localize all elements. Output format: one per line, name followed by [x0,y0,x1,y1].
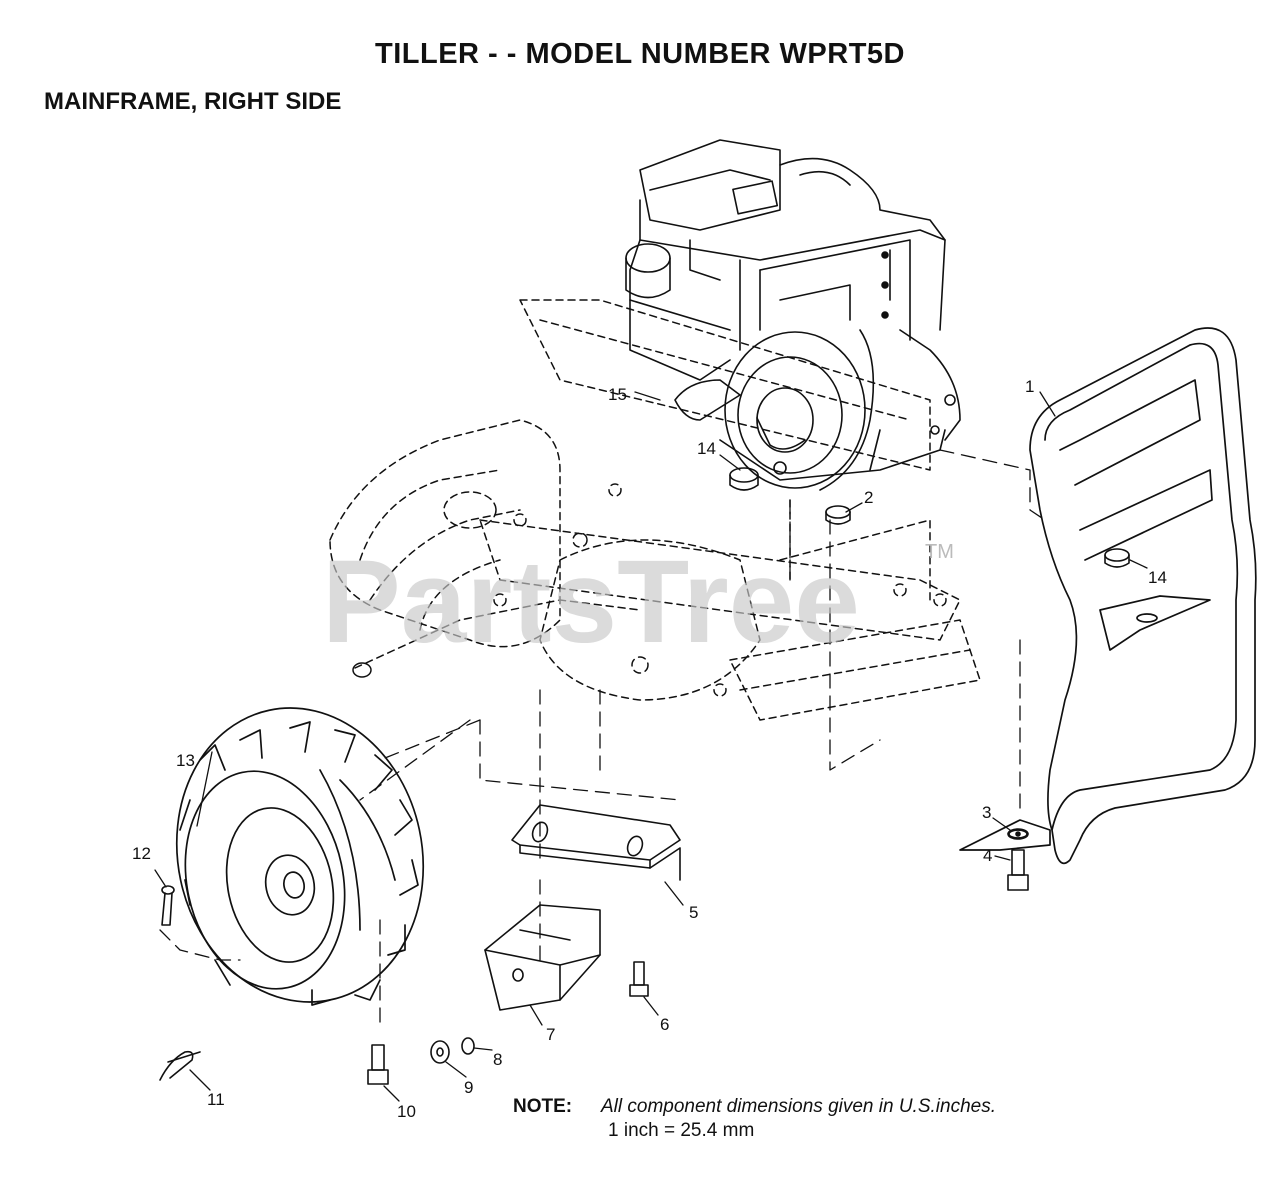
dimensions-note: NOTE: All component dimensions given in U… [513,1096,996,1141]
note-line-1: All component dimensions given in U.S.in… [601,1096,996,1117]
bolt-4 [1007,849,1029,891]
callout-13: 13 [176,751,195,770]
bolt-10 [367,1044,389,1085]
callout-7: 7 [546,1025,555,1044]
callout-5: 5 [689,903,698,922]
leader-lines [154,391,1148,1102]
nut-9 [430,1040,450,1064]
svg-text:PartsTree: PartsTree [322,536,860,668]
explode-lines [159,449,1046,1031]
note-label: NOTE: [513,1096,573,1117]
callout-11: 11 [207,1090,225,1109]
callout-6: 6 [660,1015,669,1034]
callout-14-left: 14 [697,439,716,458]
clevis-pin-12 [161,885,175,926]
callout-2: 2 [864,488,873,507]
note-line-2: 1 inch = 25.4 mm [608,1120,755,1141]
callout-9: 9 [464,1078,473,1097]
washer-3 [1007,828,1029,840]
flange-nut-14-right [1104,548,1130,568]
skid-bracket [511,804,681,881]
callout-14-right: 14 [1148,568,1167,587]
engine [625,139,961,491]
callout-3: 3 [982,803,991,822]
callout-4: 4 [983,846,992,865]
hairpin-11 [159,1050,201,1081]
flange-nut-14-left [729,467,759,491]
page-title: TILLER - - MODEL NUMBER WPRT5D [375,38,905,70]
callout-12: 12 [132,844,151,863]
partstree-watermark: PartsTree TM [322,536,954,668]
bolt-6 [629,961,649,997]
skid-shoe [484,904,601,1011]
callout-1: 1 [1025,377,1034,396]
callout-8: 8 [493,1050,502,1069]
front-bumper [959,327,1257,865]
callout-numbers: 1 2 3 4 5 6 7 8 9 10 11 12 13 14 14 15 [132,377,1167,1121]
callout-15: 15 [608,385,627,404]
lock-washer-8 [461,1037,475,1055]
callout-10: 10 [397,1102,416,1121]
flange-nut-2 [825,505,851,525]
svg-text:TM: TM [925,541,954,563]
wheel-tire [175,707,425,1006]
section-subtitle: MAINFRAME, RIGHT SIDE [44,88,342,115]
